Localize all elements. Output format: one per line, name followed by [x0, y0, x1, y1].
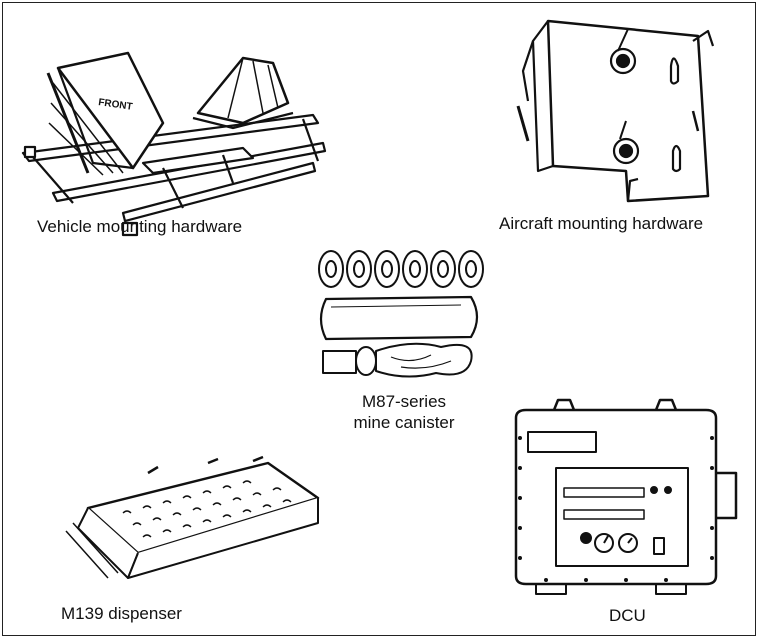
vehicle-mounting-hardware-drawing: FRONT [21, 51, 327, 237]
vehicle-front-stencil: FRONT [98, 97, 134, 113]
dcu-drawing [514, 398, 738, 595]
m87-canister-label-line2: mine canister [353, 413, 455, 432]
m87-mine-canister-drawing [318, 250, 484, 378]
vehicle-mounting-hardware-label: Vehicle mounting hardware [37, 217, 243, 236]
aircraft-mounting-hardware-label: Aircraft mounting hardware [499, 214, 704, 233]
dcu-label: DCU [609, 606, 646, 625]
dispenser-tube-holes [122, 480, 292, 538]
dcu-rivets [518, 436, 714, 582]
m139-dispenser-drawing [65, 455, 320, 579]
aircraft-mounting-hardware-drawing [516, 19, 715, 203]
m87-canister-label-line1: M87-series [361, 392, 447, 411]
canister-rings [318, 250, 484, 288]
m139-dispenser-label: M139 dispenser [61, 604, 182, 623]
